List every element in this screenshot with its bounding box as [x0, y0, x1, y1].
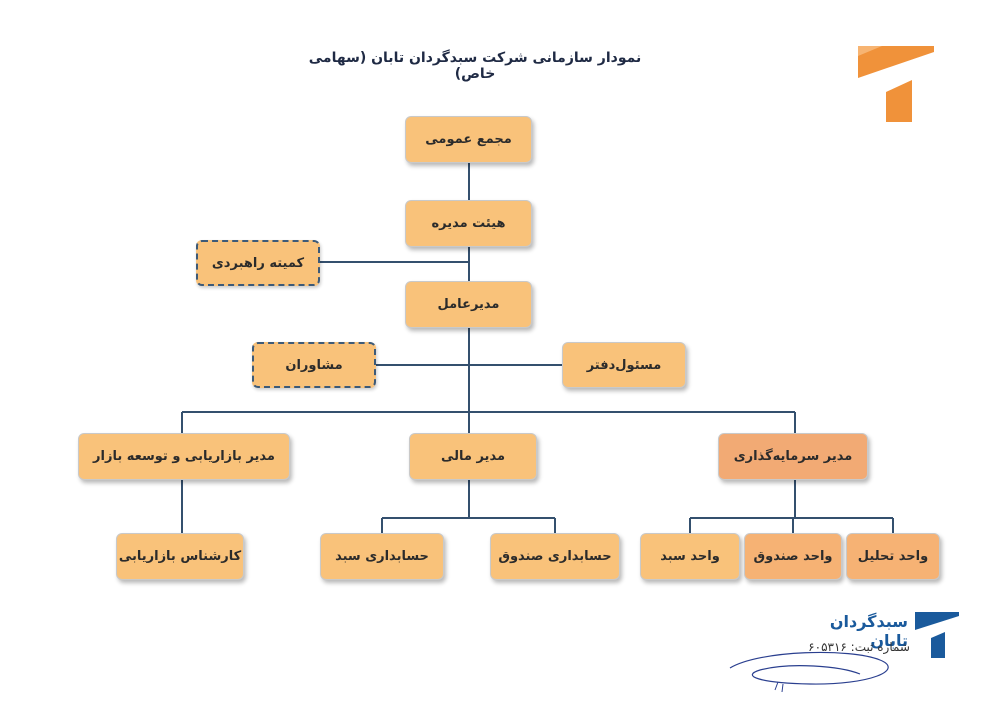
chart-title: نمودار سازمانی شرکت سبدگردان تابان (سهام…: [308, 50, 642, 82]
footer-registration-number: شماره ثبت: ۶۰۵۳۱۶: [808, 640, 910, 654]
marketing-manager-box: مدیر بازاریابی و توسعه بازار: [78, 433, 290, 480]
fund-unit-box: واحد صندوق: [744, 533, 842, 580]
finance-manager-box: مدیر مالی: [409, 433, 537, 480]
office-manager-box: مسئول‌دفتر: [562, 342, 686, 388]
ceo-box: مدیرعامل: [405, 281, 532, 328]
company-logo: [858, 46, 934, 122]
general-assembly-box: مجمع عمومی: [405, 116, 532, 163]
advisors-box: مشاوران: [252, 342, 376, 388]
investment-manager-box: مدیر سرمایه‌گذاری: [718, 433, 868, 480]
footer-brand-name: سبدگردان تابان: [829, 612, 908, 650]
footer-logo: [915, 612, 959, 658]
portfolio-unit-box: واحد سبد: [640, 533, 740, 580]
steering-committee-box: کمیته راهبردی: [196, 240, 320, 286]
analysis-unit-box: واحد تحلیل: [846, 533, 940, 580]
fund-accounting-box: حسابداری صندوق: [490, 533, 620, 580]
marketing-expert-box: کارشناس بازاریابی: [116, 533, 244, 580]
portfolio-accounting-box: حسابداری سبد: [320, 533, 444, 580]
board-box: هیئت مدیره: [405, 200, 532, 247]
signature-scribble: [729, 651, 889, 693]
